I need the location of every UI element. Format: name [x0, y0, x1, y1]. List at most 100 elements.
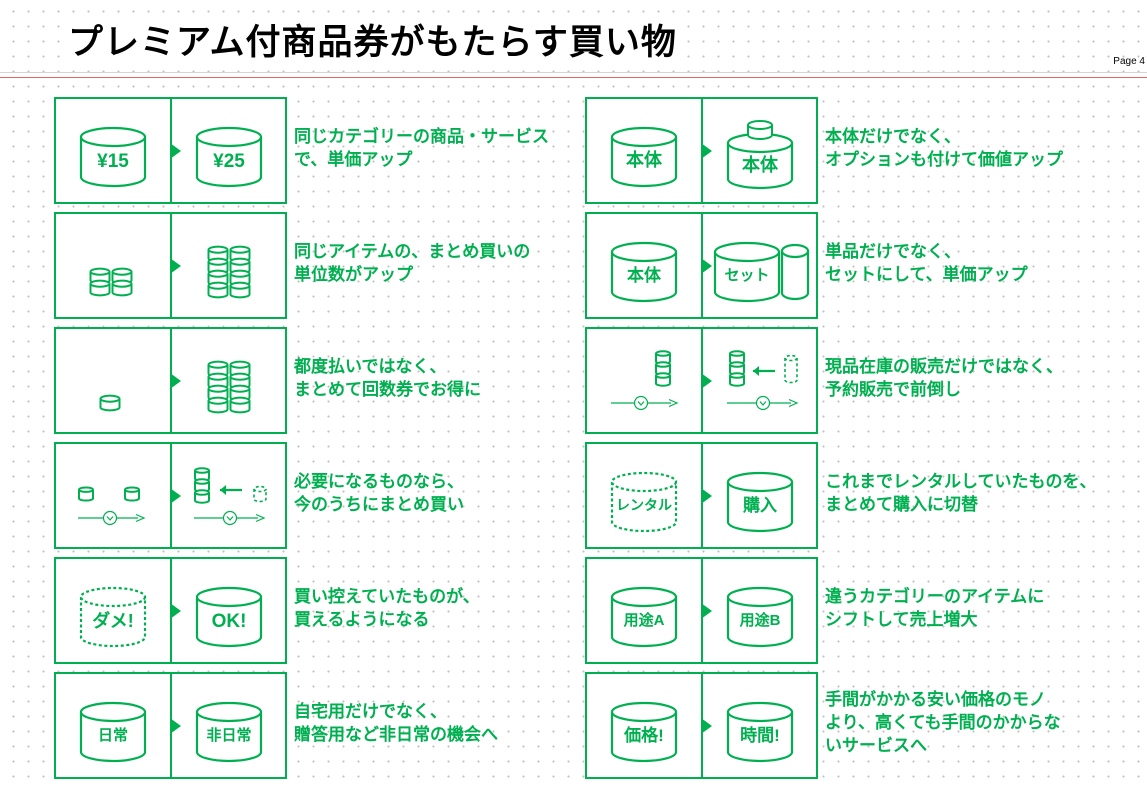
after-illustration: OK!: [172, 559, 286, 662]
cylinder-label: 用途A: [624, 611, 665, 629]
cylinder-icon: [726, 471, 794, 533]
before-drawing: [99, 394, 121, 412]
before-illustration: 日常: [56, 674, 170, 777]
coin-stack-icon: [229, 396, 251, 414]
after-illustration: [703, 329, 817, 432]
cylinder-label: 購入: [743, 495, 777, 515]
description-line: 単品だけでなく、: [825, 241, 961, 262]
after-drawing: ¥25: [195, 126, 263, 188]
clock-icon: [755, 395, 771, 411]
coin-stack-icon: [207, 396, 229, 414]
description-line: 今のうちにまとめ買い: [294, 494, 464, 515]
coin-stack-icon: [194, 489, 210, 504]
description-line: 同じカテゴリーの商品・サービス: [294, 126, 549, 147]
before-drawing: 本体: [610, 241, 678, 303]
coin-stack-icon: [124, 486, 140, 502]
comparison-row: 必要になるものなら、今のうちにまとめ買い: [54, 442, 579, 549]
coin-stack-icon: [89, 279, 111, 297]
comparison-row: 用途A 用途B 違うカテゴリーのアイテムにシフトして売上増大: [585, 557, 1110, 664]
arrow-right-icon: [170, 603, 181, 619]
cylinder-icon: [79, 586, 147, 648]
cylinder-label: OK!: [212, 611, 247, 632]
timeline-arrowhead: [668, 398, 679, 408]
after-drawing: OK!: [195, 586, 263, 648]
after-drawing: 用途B: [726, 586, 794, 648]
arrow-right-icon: [170, 373, 181, 389]
before-drawing: 用途A: [610, 586, 678, 648]
cylinder-icon: [79, 126, 147, 188]
comparison-row: 現品在庫の販売だけではなく、予約販売で前倒し: [585, 327, 1110, 434]
chevron-down-icon: [106, 516, 114, 521]
after-illustration: [172, 214, 286, 317]
before-drawing: ¥15: [79, 126, 147, 188]
description-line: 買えるようになる: [294, 609, 430, 630]
clock-icon: [102, 510, 118, 526]
before-drawing: [611, 350, 679, 411]
illustration-panel: [54, 212, 287, 319]
row-description: これまでレンタルしていたものを、まとめて購入に切替: [825, 442, 1115, 545]
before-illustration: 本体: [587, 99, 701, 202]
coin-stack-icon: [99, 394, 121, 412]
description-line: 違うカテゴリーのアイテムに: [825, 586, 1045, 607]
header-rule: [0, 72, 1147, 73]
description-line: で、単価アップ: [294, 149, 413, 170]
set-item-cylinder-icon: [780, 243, 810, 301]
after-drawing: [207, 245, 251, 299]
after-drawing: [207, 360, 251, 414]
cylinder-icon: [726, 701, 794, 763]
cylinder-icon: [195, 586, 263, 648]
after-illustration: [172, 329, 286, 432]
cylinder-label: 用途B: [740, 611, 781, 629]
arrow-right-icon: [170, 258, 181, 274]
cylinder-icon: [195, 701, 263, 763]
header-accent-rule: [0, 77, 1147, 78]
placeholder-coin-icon: [253, 485, 267, 503]
before-illustration: レンタル: [587, 444, 701, 547]
description-line: まとめて購入に切替: [825, 494, 978, 515]
timeline-arrowhead: [135, 513, 146, 523]
chevron-down-icon: [637, 401, 645, 406]
coin-stack-icon: [111, 279, 133, 297]
description-line: まとめて回数券でお得に: [294, 379, 481, 400]
before-drawing: [78, 486, 146, 526]
arrow-right-icon: [701, 373, 712, 389]
comparison-row: 都度払いではなく、まとめて回数券でお得に: [54, 327, 579, 434]
description-line: 必要になるものなら、: [294, 471, 464, 492]
row-description: 必要になるものなら、今のうちにまとめ買い: [294, 442, 584, 545]
cylinder-label: 本体: [626, 149, 663, 170]
after-illustration: [172, 444, 286, 547]
illustration-panel: 日常 非日常: [54, 672, 287, 779]
page-title: プレミアム付商品券がもたらす買い物: [62, 14, 683, 65]
coin-stack-icon: [729, 372, 745, 387]
before-illustration: 価格!: [587, 674, 701, 777]
before-drawing: 価格!: [610, 701, 678, 763]
description-line: いサービスへ: [825, 736, 927, 756]
before-drawing: レンタル: [610, 471, 678, 533]
comparison-row: ¥15 ¥25 同じカテゴリーの商品・サービスで、単価アップ: [54, 97, 579, 204]
illustration-panel: 本体 セット: [585, 212, 818, 319]
cylinder-icon: [610, 471, 678, 533]
before-illustration: [56, 444, 170, 547]
chevron-down-icon: [226, 516, 234, 521]
illustration-panel: ダメ! OK!: [54, 557, 287, 664]
before-illustration: 用途A: [587, 559, 701, 662]
before-illustration: [56, 214, 170, 317]
before-illustration: 本体: [587, 214, 701, 317]
cylinder-icon: [713, 241, 781, 303]
row-description: 同じカテゴリーの商品・サービスで、単価アップ: [294, 97, 584, 200]
comparison-row: 本体 本体 本体だけでなく、オプションも付けて価値アップ: [585, 97, 1110, 204]
chevron-down-icon: [759, 401, 767, 406]
before-illustration: ¥15: [56, 99, 170, 202]
after-drawing: [727, 350, 799, 411]
after-drawing: 購入: [726, 471, 794, 533]
comparison-row: 本体 セット 単品だけでなく、セットにして、単価アップ: [585, 212, 1110, 319]
arrow-right-icon: [170, 718, 181, 734]
option-cylinder-icon: [747, 120, 773, 140]
after-drawing: セット: [713, 241, 810, 303]
row-description: 手間がかかる安い価格のモノより、高くても手間のかからないサービスへ: [825, 672, 1115, 775]
arrow-right-icon: [701, 143, 712, 159]
arrow-right-icon: [701, 603, 712, 619]
before-drawing: ダメ!: [79, 586, 147, 648]
clock-icon: [633, 395, 649, 411]
page-number: Page 4: [1113, 56, 1145, 67]
